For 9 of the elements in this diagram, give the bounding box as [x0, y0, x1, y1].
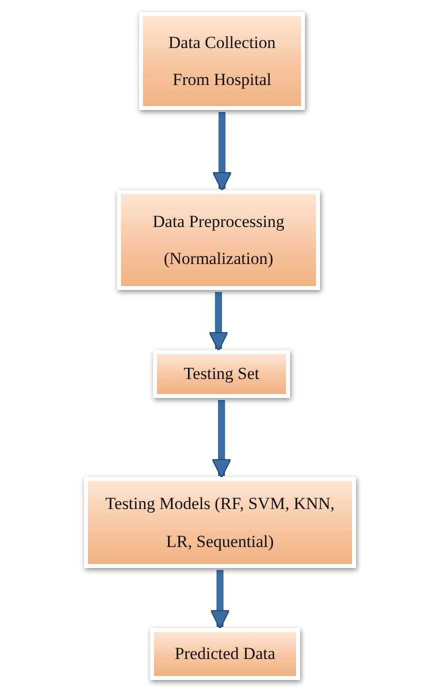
- arrow: [212, 112, 232, 192]
- box-label: Data Preprocessing (Normalization): [152, 210, 286, 270]
- box-label: Data Collection From Hospital: [167, 32, 277, 91]
- box-label: Testing Models (RF, SVM, KNN, LR, Sequential): [104, 493, 336, 553]
- box-label: Testing Set: [184, 363, 260, 386]
- box-label: Predicted Data: [174, 643, 276, 666]
- arrow: [212, 400, 232, 478]
- arrow: [210, 570, 230, 630]
- arrow: [208, 292, 228, 352]
